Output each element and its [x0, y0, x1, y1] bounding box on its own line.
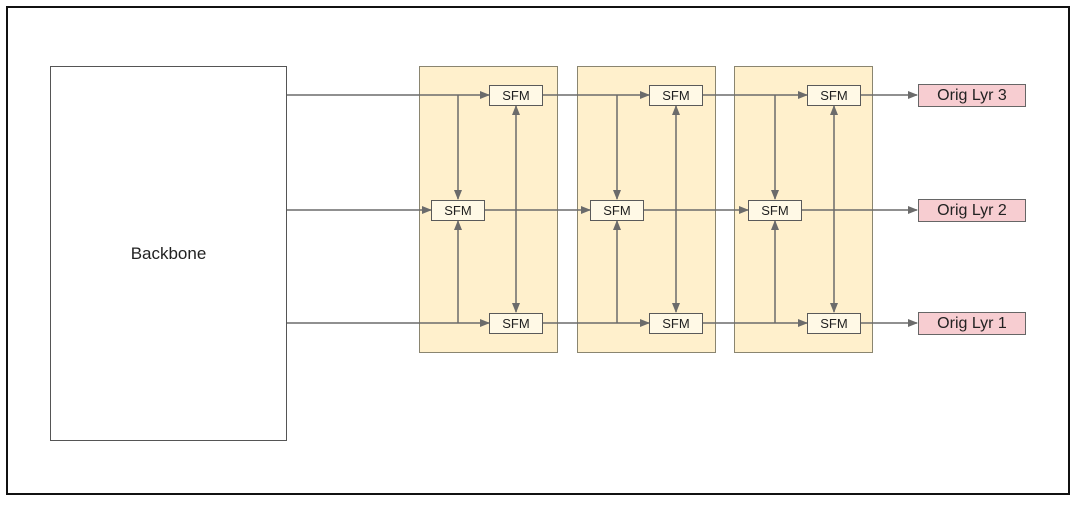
sfm-block-stage2-top: SFM	[649, 85, 703, 106]
output-orig-lyr-3: Orig Lyr 3	[918, 84, 1026, 107]
sfm-block-stage2-bottom: SFM	[649, 313, 703, 334]
sfm-block-stage1-mid: SFM	[431, 200, 485, 221]
diagram-frame	[6, 6, 1070, 495]
sfm-block-stage3-bottom: SFM	[807, 313, 861, 334]
sfm-block-stage2-mid: SFM	[590, 200, 644, 221]
output-orig-lyr-2: Orig Lyr 2	[918, 199, 1026, 222]
sfm-block-stage3-top: SFM	[807, 85, 861, 106]
backbone-block: Backbone	[50, 66, 287, 441]
sfm-block-stage1-bottom: SFM	[489, 313, 543, 334]
sfm-block-stage3-mid: SFM	[748, 200, 802, 221]
output-orig-lyr-1: Orig Lyr 1	[918, 312, 1026, 335]
sfm-block-stage1-top: SFM	[489, 85, 543, 106]
